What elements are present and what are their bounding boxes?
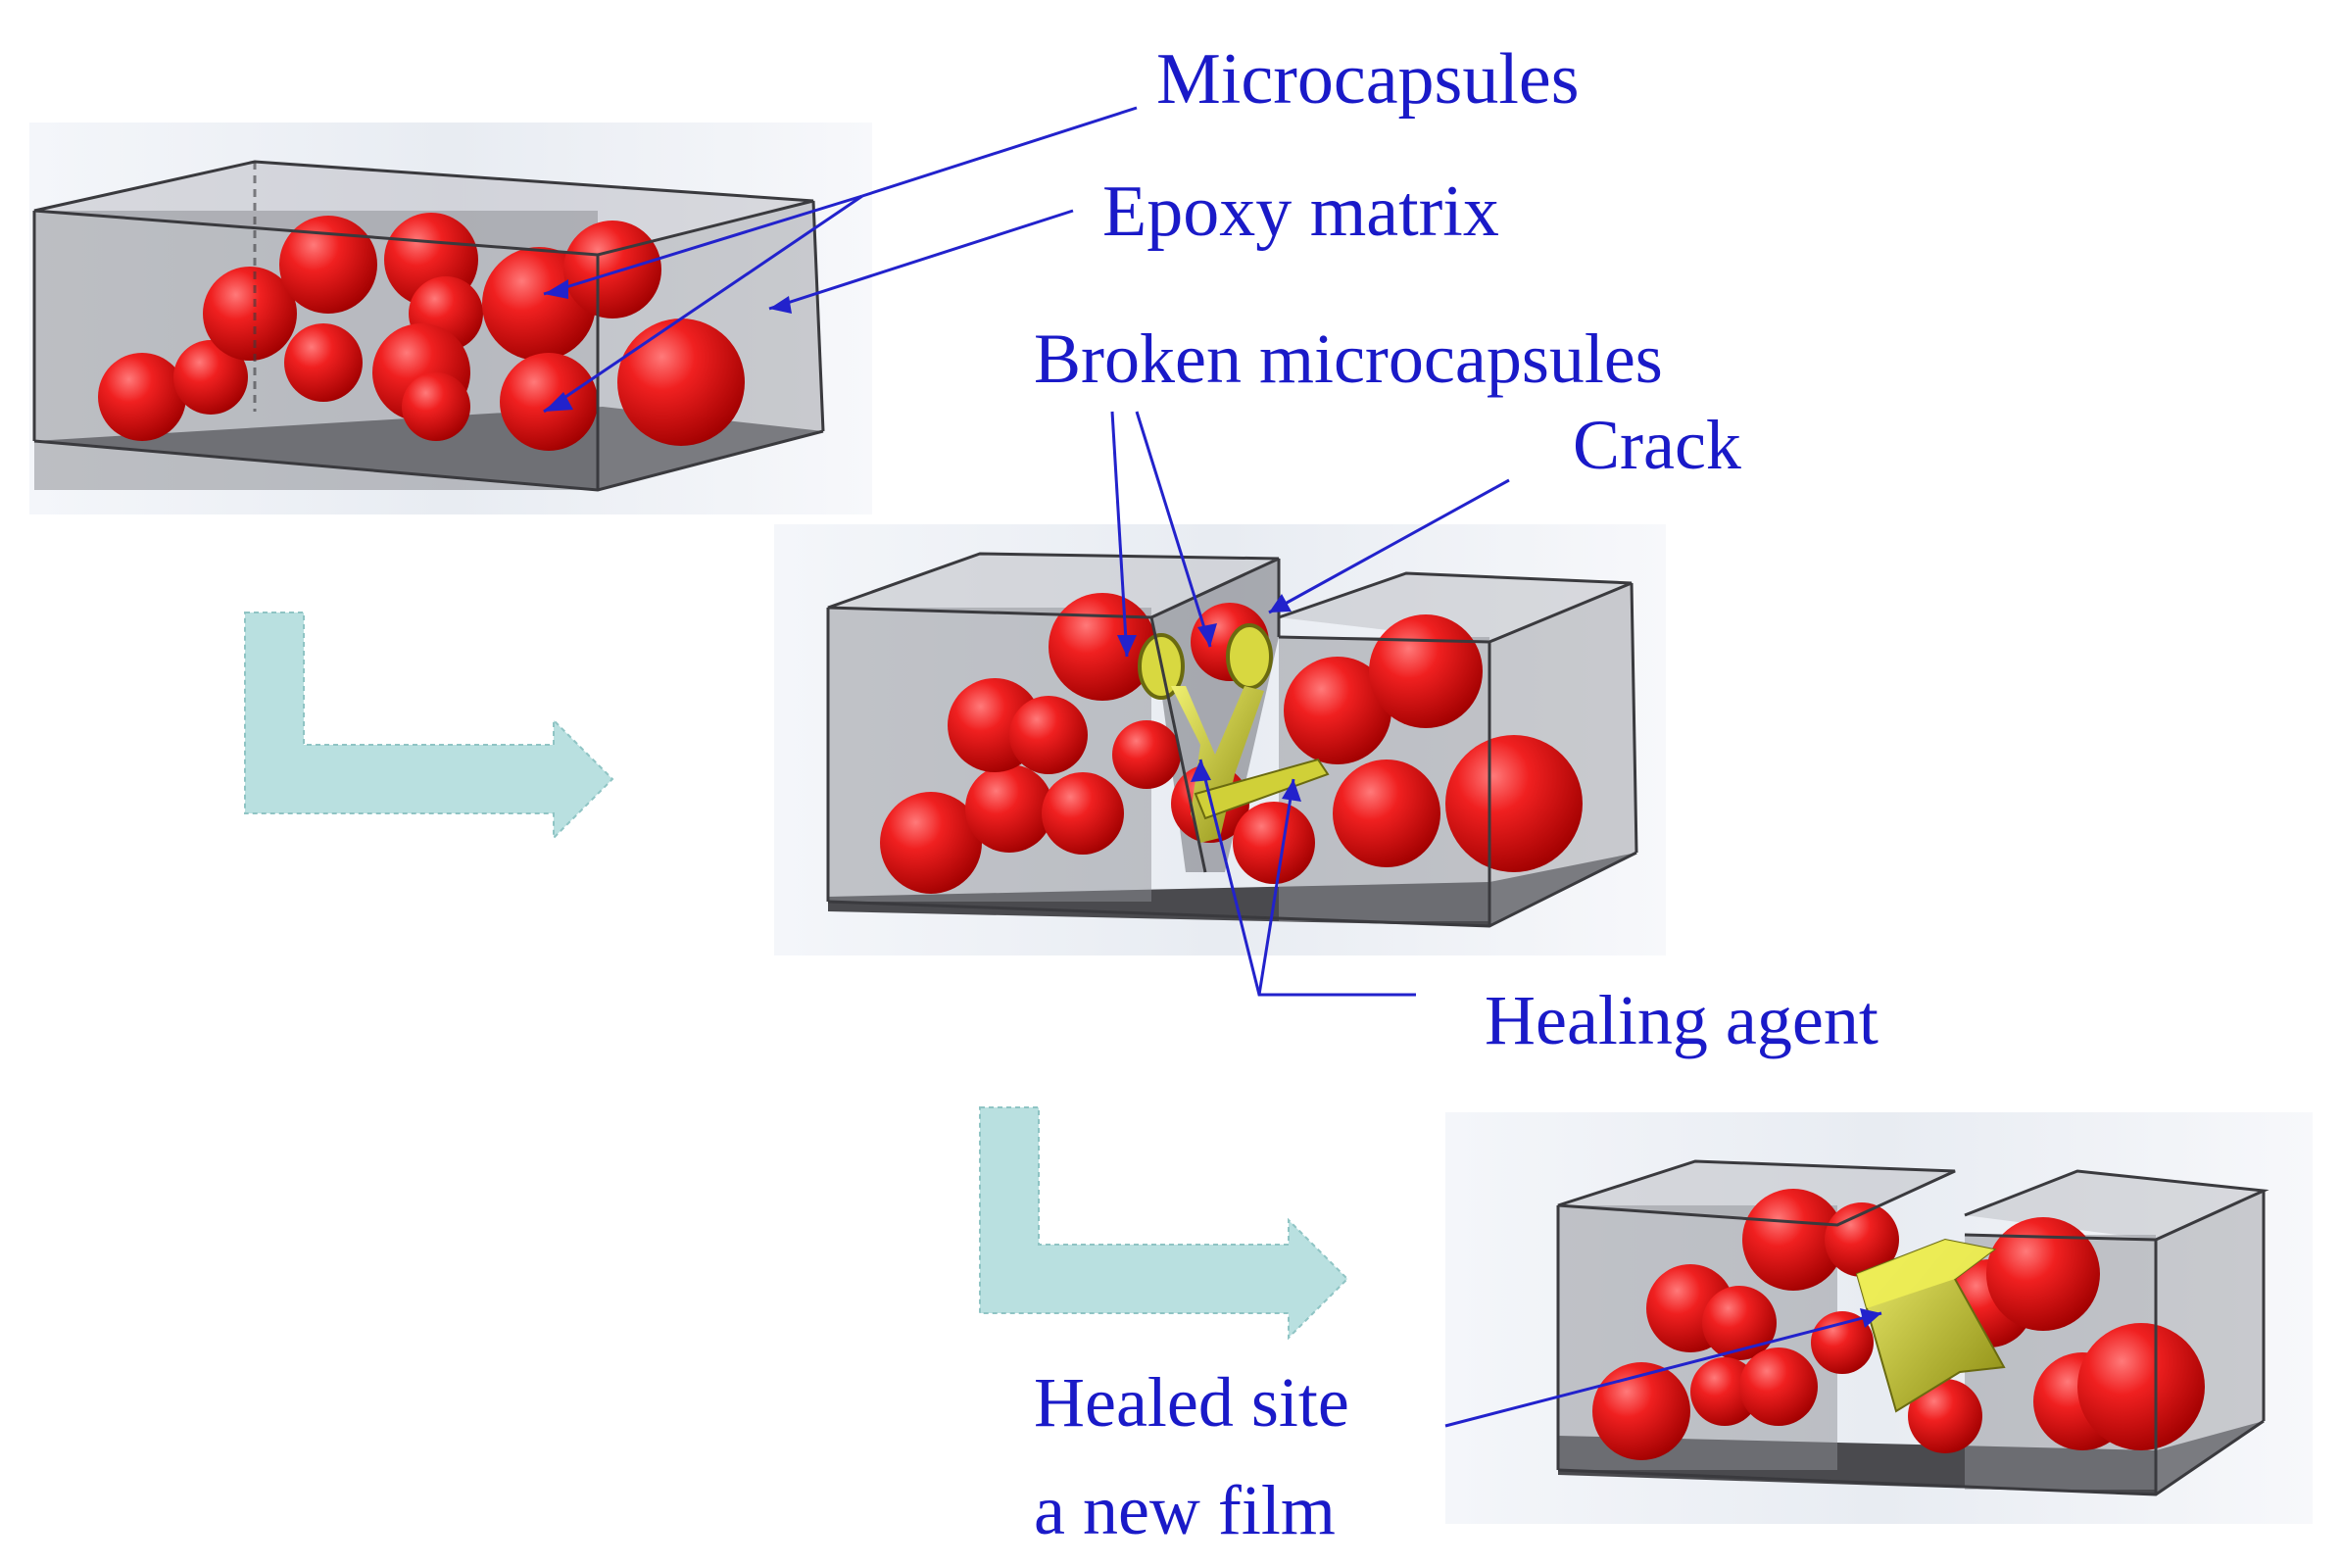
label-epoxy-matrix: Epoxy matrix [1102, 172, 1499, 252]
label-healed-site: Healed site [1034, 1363, 1349, 1442]
healed-film [1855, 1238, 2006, 1413]
stage-3-healed-composite [1445, 1112, 2313, 1524]
label-new-film: a new film [1034, 1471, 1336, 1549]
label-microcapsules: Microcapsules [1156, 39, 1580, 120]
microcapsule-group-stage-3 [1592, 1189, 2205, 1460]
healing-agent-stage-2 [1138, 623, 1330, 843]
pointer-arrowheads [544, 279, 1881, 1328]
label-broken-microcapsules: Broken microcapsules [1034, 319, 1663, 398]
microcapsule-group-stage-2 [880, 593, 1583, 894]
label-healing-agent: Healing agent [1485, 981, 1878, 1059]
pointer-lines [543, 106, 1882, 1428]
stage-2-cracked-composite [774, 524, 1666, 956]
stage-arrow-1-to-2 [244, 612, 614, 841]
stage-arrow-2-to-3 [979, 1106, 1349, 1341]
label-crack: Crack [1573, 406, 1741, 484]
stage-1-intact-composite [29, 122, 872, 514]
